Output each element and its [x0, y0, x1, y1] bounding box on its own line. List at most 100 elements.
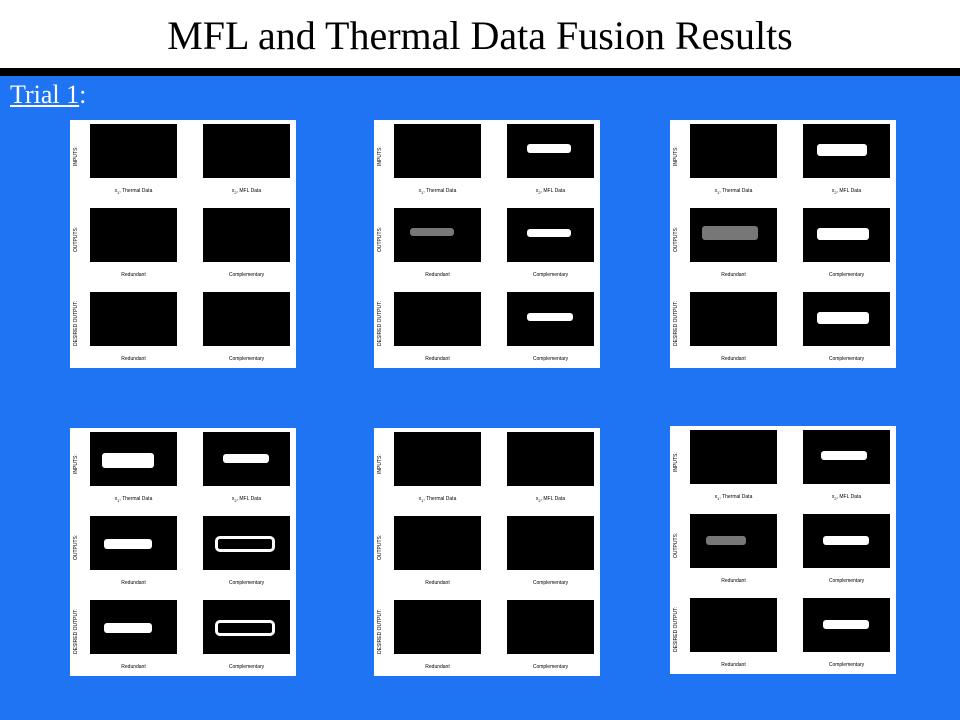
row-label: INPUTS:: [673, 146, 679, 166]
defect-blob: [823, 536, 869, 545]
image-cell: [203, 292, 290, 346]
row-label: INPUTS:: [73, 454, 79, 474]
defect-blob: [817, 144, 867, 156]
defect-outline: [215, 620, 275, 636]
row-label: OUTPUTS:: [377, 226, 383, 252]
image-cell: [507, 208, 594, 262]
thermal-data-caption: x1, Thermal Data: [418, 496, 457, 503]
image-cell: [803, 598, 890, 652]
redundant-caption: Redundant: [721, 272, 746, 278]
row-label: OUTPUTS:: [673, 226, 679, 252]
defect-blob: [527, 313, 573, 321]
complementary-caption: Complementary: [532, 664, 569, 670]
row-label: OUTPUTS:: [73, 534, 79, 560]
fusion-result-panel: INPUTS:OUTPUTS:DESIRED OUTPUT:x1, Therma…: [374, 120, 600, 368]
row-label: DESIRED OUTPUT:: [377, 608, 383, 654]
defect-blob: [823, 620, 869, 629]
redundant-caption: Redundant: [721, 662, 746, 668]
row-label: INPUTS:: [377, 146, 383, 166]
image-cell: [203, 600, 290, 654]
image-cell: [803, 208, 890, 262]
image-cell: [90, 432, 177, 486]
image-cell: [203, 516, 290, 570]
row-label: DESIRED OUTPUT:: [73, 300, 79, 346]
redundant-caption: Redundant: [721, 356, 746, 362]
row-label: OUTPUTS:: [673, 532, 679, 558]
image-cell: [690, 514, 777, 568]
thermal-data-caption: x1, Thermal Data: [714, 494, 753, 501]
redundant-caption: Redundant: [121, 356, 146, 362]
fusion-result-panel: INPUTS:OUTPUTS:DESIRED OUTPUT:x1, Therma…: [70, 428, 296, 676]
image-cell: [507, 124, 594, 178]
image-cell: [690, 208, 777, 262]
row-label: DESIRED OUTPUT:: [673, 300, 679, 346]
complementary-caption: Complementary: [228, 272, 265, 278]
mfl-data-caption: x2, MFL Data: [831, 188, 862, 195]
image-cell: [90, 600, 177, 654]
image-cell: [394, 292, 481, 346]
defect-blob: [817, 312, 869, 324]
redundant-caption: Redundant: [425, 272, 450, 278]
mfl-data-caption: x2, MFL Data: [831, 494, 862, 501]
defect-blob: [706, 536, 746, 545]
image-cell: [803, 430, 890, 484]
thermal-data-caption: x1, Thermal Data: [114, 188, 153, 195]
mfl-data-caption: x2, MFL Data: [231, 188, 262, 195]
thermal-data-caption: x1, Thermal Data: [418, 188, 457, 195]
trial-colon: :: [79, 80, 87, 109]
image-cell: [690, 292, 777, 346]
defect-blob: [817, 228, 869, 240]
defect-blob: [702, 226, 758, 240]
trial-heading: Trial 1:: [10, 80, 86, 110]
defect-blob: [527, 229, 571, 237]
image-cell: [803, 124, 890, 178]
redundant-caption: Redundant: [425, 664, 450, 670]
image-cell: [203, 208, 290, 262]
complementary-caption: Complementary: [828, 662, 865, 668]
row-label: INPUTS:: [73, 146, 79, 166]
image-cell: [394, 516, 481, 570]
image-cell: [394, 208, 481, 262]
complementary-caption: Complementary: [828, 578, 865, 584]
mfl-data-caption: x2, MFL Data: [535, 496, 566, 503]
fusion-result-panel: INPUTS:OUTPUTS:DESIRED OUTPUT:x1, Therma…: [670, 426, 896, 674]
image-cell: [394, 600, 481, 654]
complementary-caption: Complementary: [828, 272, 865, 278]
image-cell: [90, 516, 177, 570]
redundant-caption: Redundant: [121, 580, 146, 586]
defect-blob: [410, 228, 454, 236]
image-cell: [507, 516, 594, 570]
defect-blob: [102, 453, 154, 468]
redundant-caption: Redundant: [721, 578, 746, 584]
complementary-caption: Complementary: [228, 580, 265, 586]
image-cell: [507, 292, 594, 346]
title-bar: [0, 0, 960, 68]
thermal-data-caption: x1, Thermal Data: [114, 496, 153, 503]
complementary-caption: Complementary: [532, 580, 569, 586]
fusion-result-panel: INPUTS:OUTPUTS:DESIRED OUTPUT:x1, Therma…: [670, 120, 896, 368]
image-cell: [690, 598, 777, 652]
redundant-caption: Redundant: [121, 664, 146, 670]
defect-blob: [821, 451, 867, 460]
image-cell: [507, 600, 594, 654]
row-label: INPUTS:: [377, 454, 383, 474]
image-cell: [803, 292, 890, 346]
image-cell: [90, 292, 177, 346]
redundant-caption: Redundant: [121, 272, 146, 278]
complementary-caption: Complementary: [228, 664, 265, 670]
defect-blob: [527, 144, 571, 153]
row-label: OUTPUTS:: [73, 226, 79, 252]
defect-blob: [223, 454, 269, 463]
complementary-caption: Complementary: [828, 356, 865, 362]
image-cell: [690, 124, 777, 178]
complementary-caption: Complementary: [532, 356, 569, 362]
mfl-data-caption: x2, MFL Data: [535, 188, 566, 195]
image-cell: [394, 124, 481, 178]
fusion-result-panel: INPUTS: OUTPUTS: DESIRED OUTPUT: x1, Therma…: [70, 120, 296, 368]
image-cell: [507, 432, 594, 486]
row-label: OUTPUTS:: [377, 534, 383, 560]
row-label: INPUTS:: [673, 452, 679, 472]
complementary-caption: Complementary: [228, 356, 265, 362]
image-cell: [90, 208, 177, 262]
slide-title: MFL and Thermal Data Fusion Results: [167, 13, 793, 58]
